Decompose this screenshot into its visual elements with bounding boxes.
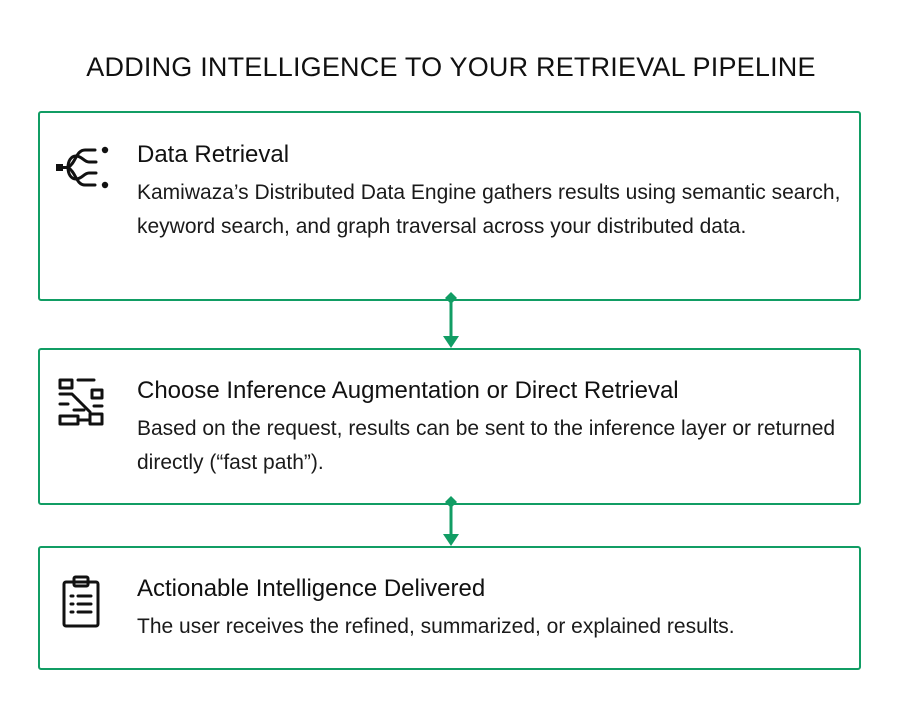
routing-decision-icon — [54, 376, 110, 432]
step-card-actionable-intelligence: Actionable Intelligence Delivered The us… — [38, 546, 861, 670]
step-heading: Choose Inference Augmentation or Direct … — [137, 377, 679, 404]
step-description: Based on the request, results can be sen… — [137, 417, 836, 474]
flow-connector-arrow — [437, 289, 465, 351]
page-title: ADDING INTELLIGENCE TO YOUR RETRIEVAL PI… — [86, 52, 816, 82]
step-heading: Data Retrieval — [137, 141, 290, 168]
step-card-choose-path: Choose Inference Augmentation or Direct … — [38, 348, 861, 505]
step-card-data-retrieval: Data Retrieval Kamiwaza’s Distributed Da… — [38, 111, 861, 301]
clipboard-list-icon — [54, 574, 110, 630]
branching-flow-icon — [54, 141, 110, 197]
flow-connector-arrow — [437, 493, 465, 549]
step-description: Kamiwaza’s Distributed Data Engine gathe… — [137, 181, 841, 238]
step-heading: Actionable Intelligence Delivered — [137, 575, 486, 602]
step-description: The user receives the refined, summarize… — [137, 615, 735, 638]
